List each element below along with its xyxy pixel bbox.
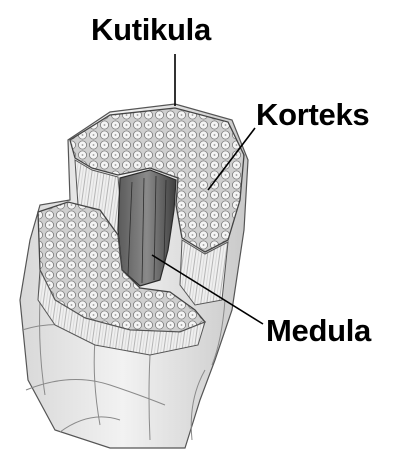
label-cortex: Korteks xyxy=(256,99,369,130)
label-cuticle: Kutikula xyxy=(91,14,211,45)
label-medulla: Medula xyxy=(266,315,371,346)
